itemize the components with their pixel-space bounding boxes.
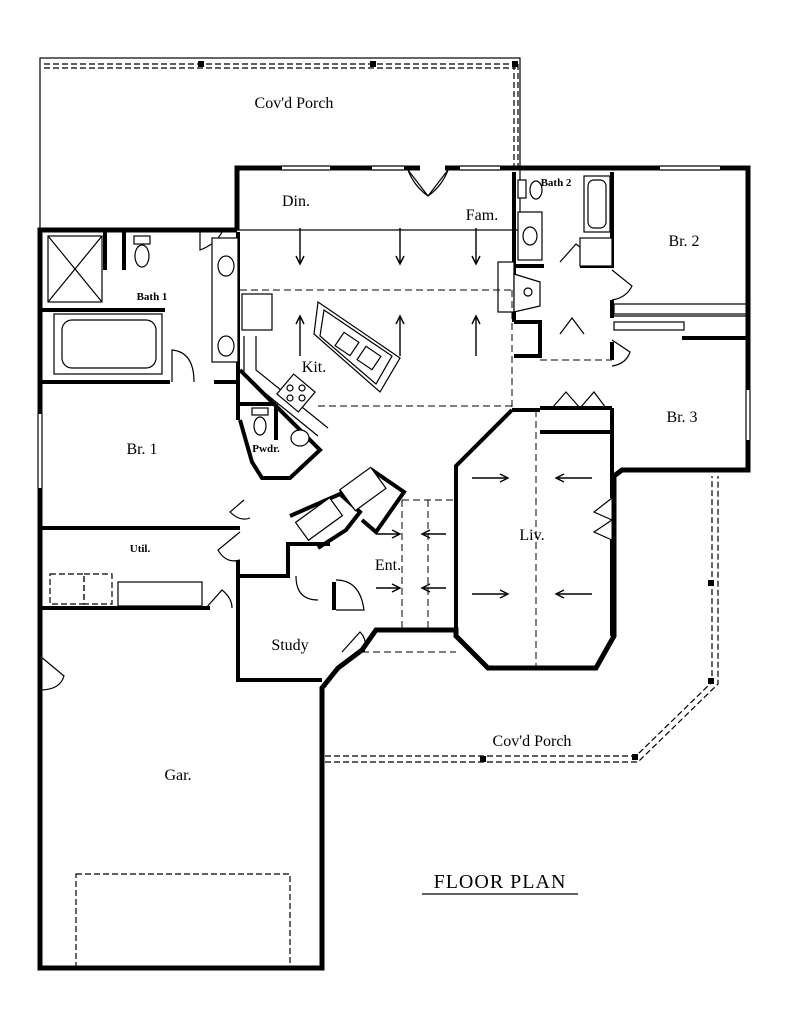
label-garage: Gar.	[164, 767, 191, 784]
label-entry: Ent.	[375, 557, 401, 574]
rear-porch	[39, 57, 521, 231]
label-utility: Util.	[130, 543, 151, 555]
plan-title: FLOOR PLAN	[434, 871, 567, 893]
label-bedroom2: Br. 2	[668, 233, 699, 250]
label-dining: Din.	[282, 193, 310, 210]
label-kitchen: Kit.	[302, 359, 326, 376]
ceiling-arrows	[295, 228, 592, 599]
label-bedroom1: Br. 1	[126, 441, 157, 458]
closets	[613, 303, 749, 331]
room-labels: Cov'd Porch Din. Fam. Bath 2 Br. 2 Bath …	[126, 95, 699, 784]
dashed-lines	[75, 289, 612, 969]
fixtures	[47, 175, 613, 607]
label-bedroom3: Br. 3	[666, 409, 697, 426]
label-powder: Pwdr.	[252, 443, 280, 455]
label-porch-rear: Cov'd Porch	[255, 95, 334, 112]
exterior-walls	[37, 165, 751, 971]
label-family: Fam.	[466, 207, 498, 224]
label-bath1: Bath 1	[137, 291, 168, 303]
label-living: Liv.	[519, 527, 544, 544]
front-porch	[325, 476, 719, 763]
label-study: Study	[271, 637, 308, 654]
label-bath2: Bath 2	[541, 177, 572, 189]
label-porch-front: Cov'd Porch	[493, 733, 572, 750]
windows	[37, 165, 751, 488]
